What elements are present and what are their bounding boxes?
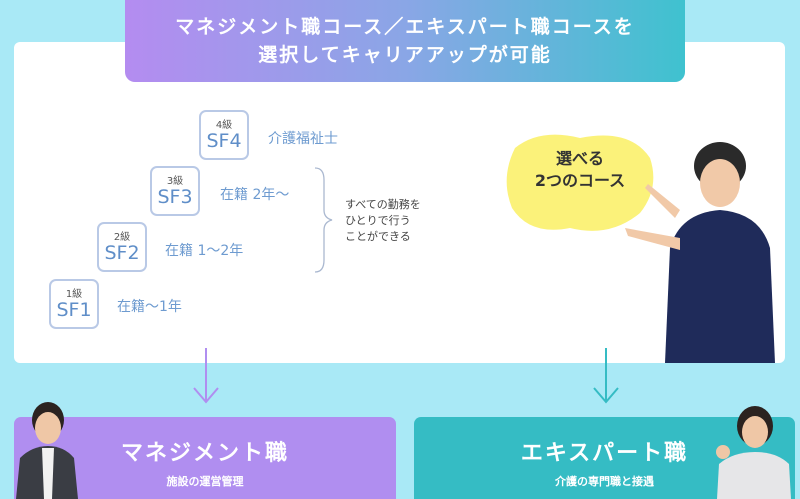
arrow-down-icon <box>593 348 619 404</box>
grade: 4級 <box>215 120 233 131</box>
staff-woman-2-photo <box>716 406 791 499</box>
content-panel <box>14 42 785 363</box>
course-subtitle: 介護の専門職と接遇 <box>555 475 654 488</box>
code: SF1 <box>56 299 92 321</box>
banner-line2: 選択してキャリアアップが可能 <box>258 44 552 66</box>
level-desc: 在籍〜1年 <box>117 299 182 315</box>
bubble-line: 2つのコース <box>534 171 626 190</box>
note-line: すべての勤務を <box>345 198 421 211</box>
course-subtitle: 施設の運営管理 <box>166 475 244 488</box>
code: SF4 <box>206 130 242 152</box>
note: すべての勤務を ひとりで行う ことができる <box>345 197 421 245</box>
grade: 1級 <box>65 289 83 300</box>
code: SF2 <box>104 242 140 264</box>
grade: 2級 <box>113 232 131 243</box>
level-desc: 介護福祉士 <box>268 131 338 147</box>
brace-icon <box>314 167 333 273</box>
arrow-down-icon <box>193 348 219 404</box>
level-desc: 在籍 1〜2年 <box>165 243 244 259</box>
grade: 3級 <box>166 176 184 187</box>
note-line: ひとりで行う <box>345 214 411 227</box>
course-title: マネジメント職 <box>120 441 289 466</box>
title-banner: マネジメント職コース／エキスパート職コースを 選択してキャリアアップが可能 <box>125 0 685 82</box>
bubble-text: 選べる 2つのコース <box>520 148 640 192</box>
course-management: マネジメント職 施設の運営管理 <box>14 417 396 499</box>
banner-line1: マネジメント職コース／エキスパート職コースを <box>175 16 635 38</box>
bubble-line: 選べる <box>555 149 604 168</box>
note-line: ことができる <box>345 230 411 243</box>
staff-woman-photo <box>625 142 775 363</box>
level-desc: 在籍 2年〜 <box>220 187 290 203</box>
code: SF3 <box>157 186 193 208</box>
course-title: エキスパート職 <box>520 441 689 466</box>
staff-man-photo <box>16 402 78 499</box>
speech-blob-icon <box>506 134 654 231</box>
